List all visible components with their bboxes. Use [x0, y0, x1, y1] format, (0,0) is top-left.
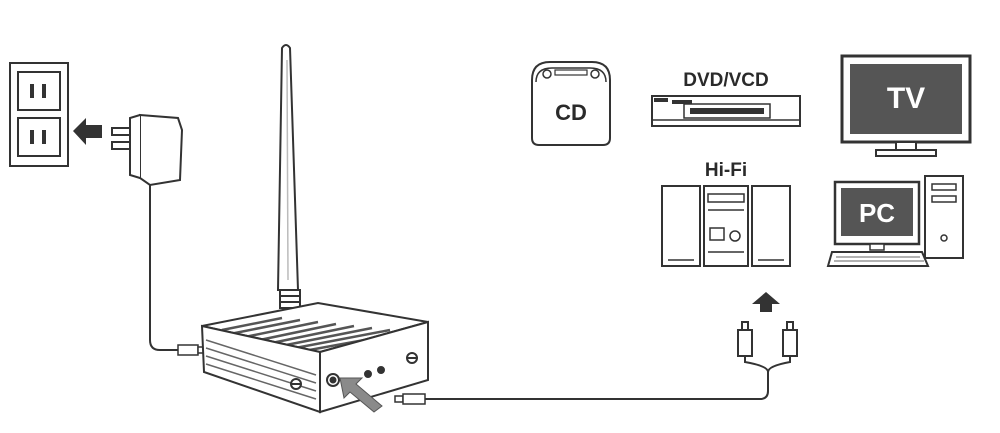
- output-arrow-icon: [339, 377, 383, 413]
- hifi-label: Hi-Fi: [705, 160, 747, 181]
- hifi-device: Hi-Fi: [661, 160, 791, 267]
- pc-label: PC: [859, 198, 895, 228]
- audio-plug: [394, 393, 426, 405]
- rca-connectors: [737, 321, 798, 373]
- power-adapter: [111, 113, 184, 196]
- cd-device: CD: [531, 61, 611, 146]
- up-arrow-icon: [752, 292, 780, 312]
- dc-plug: [177, 344, 207, 356]
- power-cable: [149, 196, 180, 351]
- dvd-label: DVD/VCD: [683, 70, 769, 91]
- antenna: [276, 44, 301, 309]
- pc-device: PC: [826, 175, 964, 267]
- tv-label: TV: [887, 82, 925, 115]
- wall-socket: [9, 62, 69, 167]
- audio-cable: [425, 372, 769, 400]
- cd-label: CD: [555, 100, 587, 125]
- plug-in-arrow-icon: [73, 118, 102, 145]
- dvd-device: DVD/VCD: [651, 70, 801, 127]
- tv-device: TV: [840, 54, 972, 157]
- receiver-box: [200, 301, 429, 414]
